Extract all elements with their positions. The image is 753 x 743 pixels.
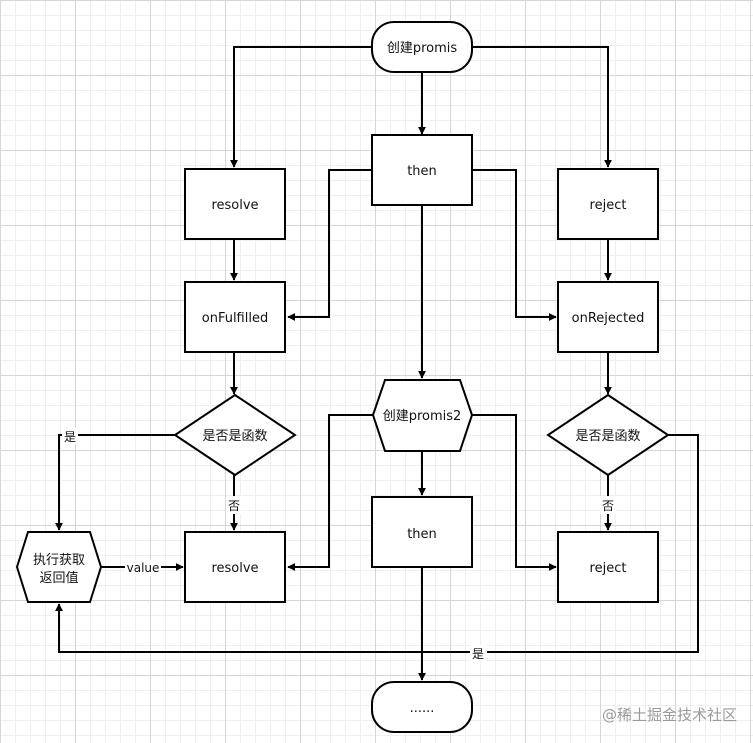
node-is-function-right: 是否是函数 — [546, 393, 670, 477]
edge-label-no-left: 否 — [228, 499, 240, 513]
edge-label-yes-bottom: 是 — [472, 647, 484, 661]
edge-label-no-right: 否 — [602, 499, 614, 513]
node-then-top: then — [371, 134, 473, 206]
node-create-promise2: 创建promis2 — [371, 379, 474, 452]
node-resolve-left: resolve — [184, 168, 286, 240]
node-start: 创建promis — [371, 21, 473, 73]
node-resolve-left-label: resolve — [211, 198, 258, 213]
node-on-fulfilled: onFulfilled — [184, 281, 286, 353]
node-reject-bottom: reject — [557, 531, 659, 603]
edge-start-to-reject — [472, 46, 612, 168]
node-end: ...... — [371, 681, 473, 733]
edge-then-to-onrejected — [472, 169, 557, 321]
node-reject-right: reject — [557, 168, 659, 240]
node-exec-get-return-label-line2: 返回值 — [39, 570, 78, 586]
edge-isfunc-yes-to-exec — [55, 434, 175, 531]
edge-isfunc-right-yes-to-exec — [55, 434, 699, 653]
node-resolve-bottom-label: resolve — [211, 561, 258, 576]
node-exec-get-return-label-line1: 执行获取 — [33, 553, 85, 568]
node-then-bottom: then — [371, 496, 473, 568]
node-then-top-label: then — [407, 164, 437, 179]
node-create-promise2-label: 创建promis2 — [383, 409, 462, 424]
node-reject-right-label: reject — [590, 198, 627, 213]
node-is-function-left-label: 是否是函数 — [202, 429, 267, 444]
node-on-rejected: onRejected — [557, 281, 659, 353]
node-reject-bottom-label: reject — [590, 561, 627, 576]
edge-promise2-to-reject — [460, 414, 557, 571]
node-start-label: 创建promis — [387, 41, 458, 56]
edge-start-to-resolve — [230, 46, 372, 168]
node-is-function-left: 是否是函数 — [173, 393, 297, 477]
node-on-rejected-label: onRejected — [572, 311, 645, 326]
edge-then-to-onfulfilled — [287, 169, 372, 321]
watermark: @稀土掘金技术社区 — [601, 706, 737, 724]
edge-label-yes-left: 是 — [64, 430, 76, 444]
edge-label-value: value — [127, 561, 160, 575]
node-end-label: ...... — [410, 701, 435, 716]
edge-labels: 是 否 value 否 是 — [62, 428, 616, 661]
node-exec-get-return: 执行获取 返回值 — [15, 531, 103, 603]
edge-promise2-to-resolve — [287, 414, 384, 571]
node-is-function-right-label: 是否是函数 — [575, 429, 640, 444]
node-resolve-bottom: resolve — [184, 531, 286, 603]
node-then-bottom-label: then — [407, 527, 437, 542]
node-on-fulfilled-label: onFulfilled — [202, 311, 268, 326]
